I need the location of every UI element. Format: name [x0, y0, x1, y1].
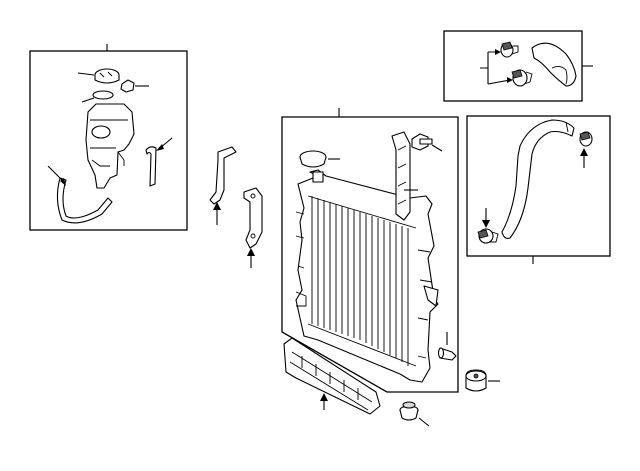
reservoir-tank — [85, 103, 135, 189]
drain-plug — [437, 347, 457, 361]
bracket-16 — [243, 187, 263, 268]
hose-clamp-left — [477, 228, 499, 244]
lower-insulator — [399, 401, 419, 421]
reservoir-group — [29, 44, 188, 231]
mount-cushion — [465, 369, 487, 392]
radiator — [295, 169, 439, 383]
radiator-group-box — [281, 116, 459, 393]
reservoir-plug — [120, 79, 135, 93]
hose-clamp-upper — [500, 41, 519, 58]
hose-clamp-lower — [511, 69, 533, 87]
radiator-baffle — [391, 131, 411, 221]
lower-air-deflector — [283, 337, 381, 415]
radiator-cap — [299, 150, 327, 168]
lower-hose-group — [466, 115, 611, 264]
hose-clamp-right — [579, 131, 593, 147]
radiator-group — [281, 108, 459, 393]
upper-hose-group — [443, 30, 593, 102]
lower-radiator-hose — [501, 119, 575, 239]
reservoir-cap — [94, 68, 120, 84]
overflow-hose — [145, 146, 157, 187]
upper-radiator-hose — [531, 42, 577, 87]
mounting-bolt — [411, 133, 433, 151]
reservoir-seal — [92, 90, 114, 100]
lower-hose-group-box — [466, 115, 611, 257]
bracket-14 — [209, 146, 237, 225]
reservoir-group-box — [29, 50, 188, 231]
reservoir-hose — [56, 177, 113, 224]
